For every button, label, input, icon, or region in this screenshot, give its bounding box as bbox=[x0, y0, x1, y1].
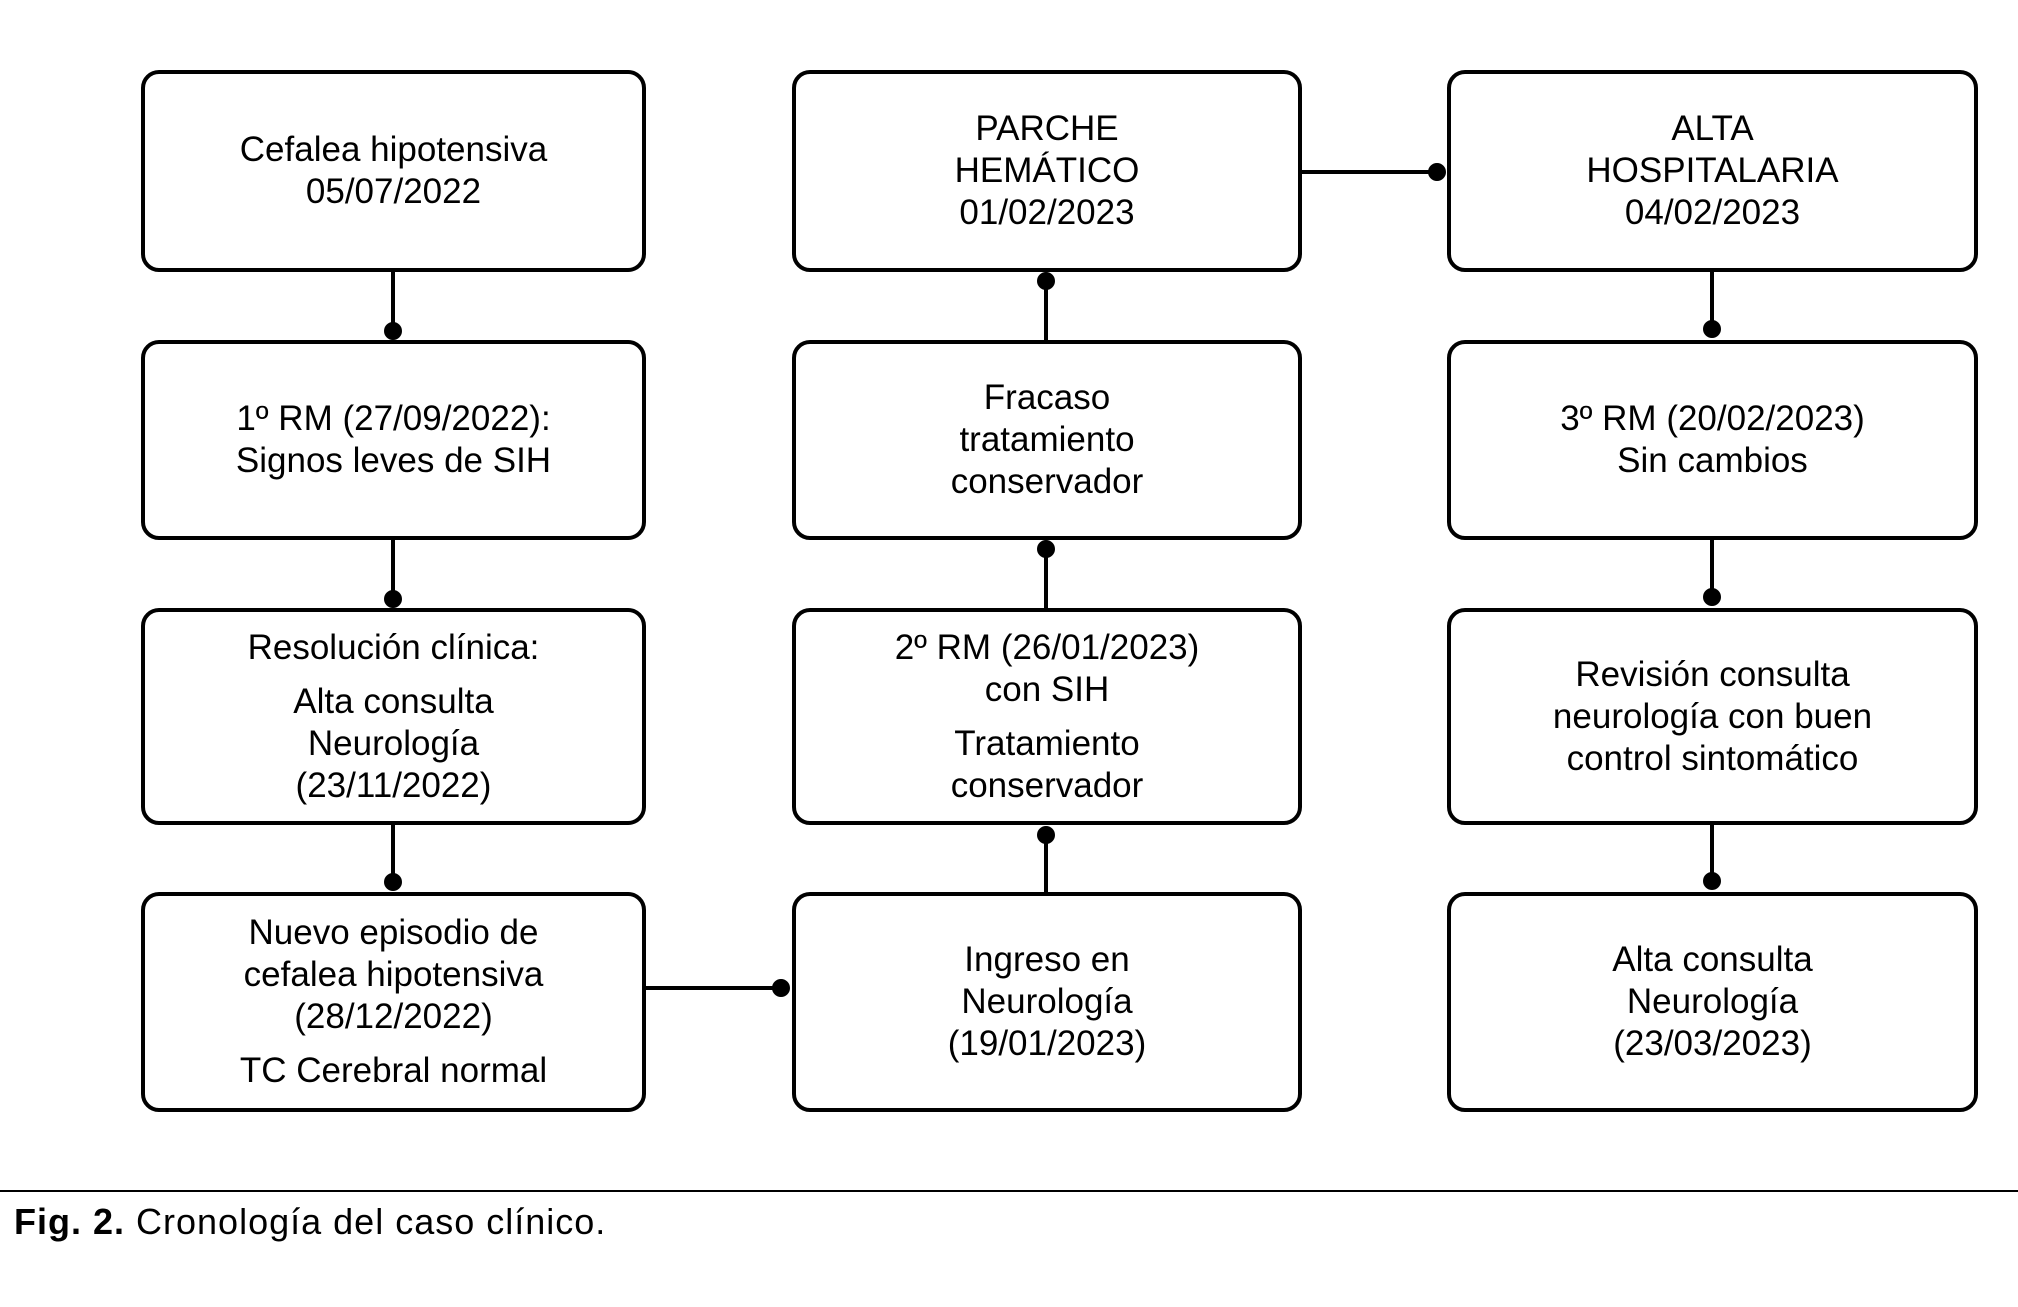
box-parche-hematico: PARCHE HEMÁTICO 01/02/2023 bbox=[792, 70, 1302, 272]
box-fracaso-tratamiento: Fracaso tratamiento conservador bbox=[792, 340, 1302, 540]
box-revision-consulta: Revisión consulta neurología con buen co… bbox=[1447, 608, 1978, 825]
box-text: conservador bbox=[950, 765, 1144, 805]
box-text: Tratamiento bbox=[954, 723, 1140, 763]
box-text: TC Cerebral normal bbox=[239, 1051, 548, 1090]
box-text: neurología con buen bbox=[1552, 696, 1873, 736]
connector-dot bbox=[1037, 540, 1055, 558]
connector-dot bbox=[1037, 272, 1055, 290]
box-text: Signos leves de SIH bbox=[235, 441, 552, 480]
box-text: Alta consulta bbox=[1612, 940, 1813, 979]
box-text: conservador bbox=[950, 462, 1144, 501]
box-text: control sintomático bbox=[1566, 738, 1859, 778]
box-ingreso-neurologia: Ingreso en Neurología (19/01/2023) bbox=[792, 892, 1302, 1112]
box-text: cefalea hipotensiva bbox=[243, 955, 544, 994]
box-alta-consulta: Alta consulta Neurología (23/03/2023) bbox=[1447, 892, 1978, 1112]
caption-divider bbox=[0, 1190, 2018, 1192]
box-text: con SIH bbox=[984, 669, 1110, 709]
figure-caption-text: Cronología del caso clínico. bbox=[136, 1201, 607, 1242]
box-text: 2º RM (26/01/2023) bbox=[894, 627, 1200, 667]
box-text: Nuevo episodio de bbox=[248, 913, 539, 952]
box-tercera-rm: 3º RM (20/02/2023) Sin cambios bbox=[1447, 340, 1978, 540]
box-text: Fracaso bbox=[983, 378, 1111, 417]
box-text: 1º RM (27/09/2022): bbox=[236, 399, 551, 438]
box-text: ALTA bbox=[1671, 109, 1754, 148]
box-text: Sin cambios bbox=[1617, 441, 1808, 480]
connector-dot bbox=[772, 979, 790, 997]
box-date: (23/03/2023) bbox=[1613, 1024, 1812, 1063]
box-cefalea-hipotensiva: Cefalea hipotensiva 05/07/2022 bbox=[141, 70, 646, 272]
connector-dot bbox=[1703, 872, 1721, 890]
connector-dot bbox=[1703, 320, 1721, 338]
box-text: Resolución clínica: bbox=[247, 627, 540, 667]
box-text: tratamiento bbox=[959, 420, 1135, 459]
connector-dot bbox=[1037, 826, 1055, 844]
box-text: Cefalea hipotensiva bbox=[239, 130, 548, 169]
box-primera-rm: 1º RM (27/09/2022): Signos leves de SIH bbox=[141, 340, 646, 540]
figure-caption: Fig. 2. Cronología del caso clínico. bbox=[14, 1198, 606, 1246]
box-date: (19/01/2023) bbox=[947, 1024, 1147, 1063]
box-text: HEMÁTICO bbox=[954, 151, 1140, 190]
box-segunda-rm: 2º RM (26/01/2023) con SIH Tratamiento c… bbox=[792, 608, 1302, 825]
box-text: Neurología bbox=[307, 723, 480, 763]
connector-dot bbox=[1703, 588, 1721, 606]
box-text: PARCHE bbox=[975, 109, 1119, 148]
box-date: (23/11/2022) bbox=[295, 765, 492, 805]
box-text: HOSPITALARIA bbox=[1586, 151, 1839, 190]
box-nuevo-episodio: Nuevo episodio de cefalea hipotensiva (2… bbox=[141, 892, 646, 1112]
box-date: 05/07/2022 bbox=[305, 172, 482, 211]
box-text: Neurología bbox=[961, 982, 1133, 1021]
connector-dot bbox=[384, 322, 402, 340]
connector-dot bbox=[384, 873, 402, 891]
box-text: 3º RM (20/02/2023) bbox=[1560, 399, 1865, 438]
figure-label: Fig. 2. bbox=[14, 1201, 126, 1242]
box-text: Alta consulta bbox=[293, 681, 494, 721]
box-date: (28/12/2022) bbox=[294, 997, 493, 1036]
box-text: Revisión consulta bbox=[1575, 654, 1850, 694]
box-date: 04/02/2023 bbox=[1624, 193, 1801, 232]
box-text: Ingreso en bbox=[964, 940, 1130, 979]
box-alta-hospitalaria: ALTA HOSPITALARIA 04/02/2023 bbox=[1447, 70, 1978, 272]
connector-dot bbox=[1428, 163, 1446, 181]
box-date: 01/02/2023 bbox=[959, 193, 1135, 232]
connector-dot bbox=[384, 590, 402, 608]
box-resolucion-clinica: Resolución clínica: Alta consulta Neurol… bbox=[141, 608, 646, 825]
box-text: Neurología bbox=[1626, 982, 1799, 1021]
